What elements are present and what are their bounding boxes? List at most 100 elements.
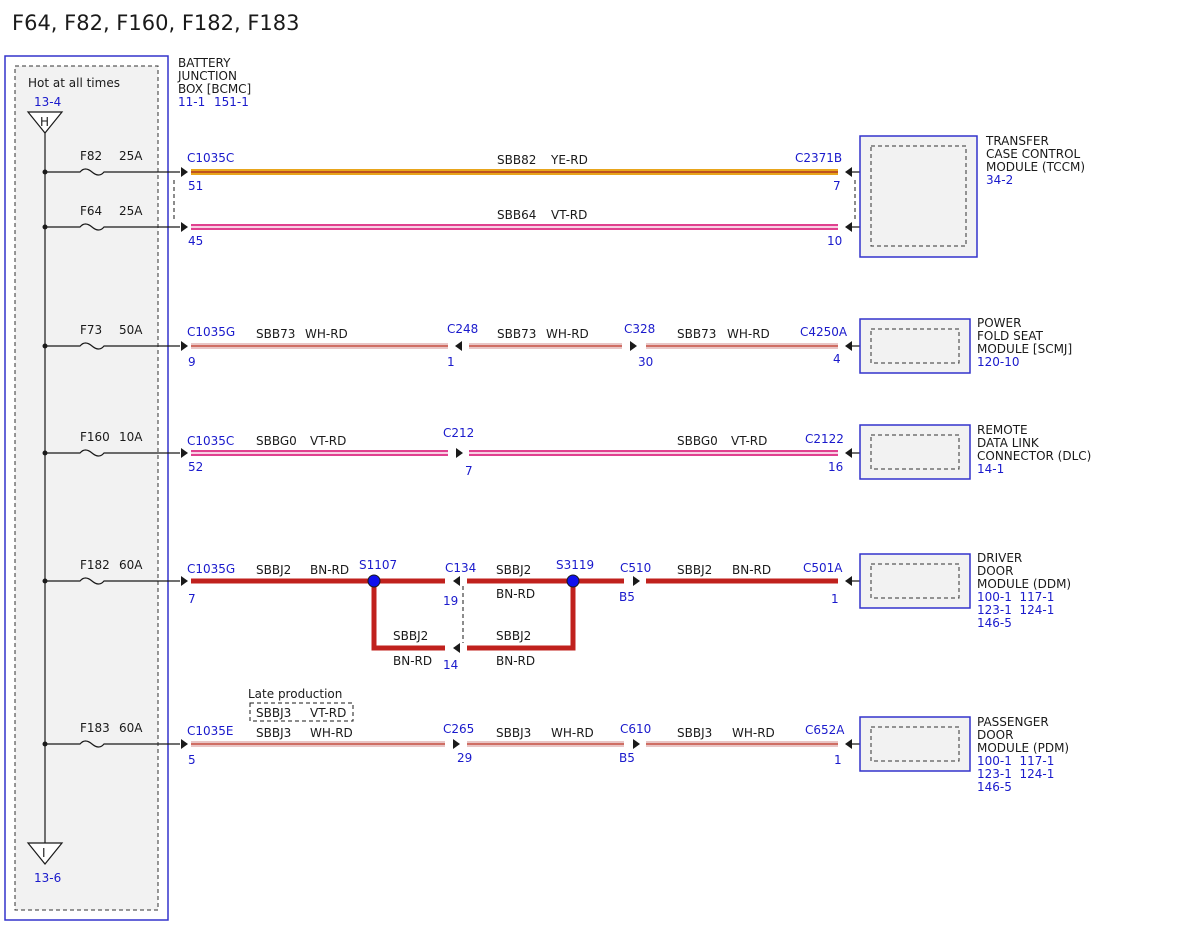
module-name-1: PASSENGER	[977, 715, 1049, 729]
module-outer-box	[859, 553, 971, 609]
wire-color-label: WH-RD	[732, 726, 775, 740]
splice-s3119	[566, 574, 580, 588]
fuse-rating: 25A	[119, 149, 143, 163]
module-name-3: MODULE [SCMJ]	[977, 342, 1072, 356]
wire-color-label: WH-RD	[310, 726, 353, 740]
fuse-f64: F64 25A	[42, 204, 188, 232]
module-ref-1: 100-1 117-1	[977, 590, 1054, 604]
wire-color-label: VT-RD	[310, 434, 346, 448]
module-ref: 120-10	[977, 355, 1020, 369]
wire-color-label: BN-RD	[496, 587, 535, 601]
connector-pin: 1	[831, 592, 839, 606]
connector-pin: 4	[833, 352, 841, 366]
fuse-name: F73	[80, 323, 102, 337]
circuit-label: SBBJ2	[496, 629, 531, 643]
connector-pin: 29	[457, 751, 472, 765]
circuit-label: SBB73	[677, 327, 716, 341]
connector-pin: 1	[834, 753, 842, 767]
connector-c265: C265	[443, 722, 474, 736]
connector-pin: B5	[619, 590, 635, 604]
fuse-symbol	[45, 577, 180, 585]
hot-bus-top-letter: H	[40, 115, 49, 129]
modules: TRANSFER CASE CONTROL MODULE (TCCM) 34-2…	[859, 134, 1091, 794]
connector-c501a: C501A	[803, 561, 843, 575]
fuse-symbol	[45, 740, 180, 748]
wire-color-label: BN-RD	[496, 654, 535, 668]
connector-pin: 30	[638, 355, 653, 369]
module-inner-box	[870, 434, 960, 470]
module-inner-box	[870, 563, 960, 599]
connector-c2122: C2122	[805, 432, 844, 446]
module-outer-box	[859, 318, 971, 374]
arrow-icon	[181, 222, 188, 232]
module-name-3: MODULE (DDM)	[977, 577, 1071, 591]
module-ref: 34-2	[986, 173, 1013, 187]
module-name-1: REMOTE	[977, 423, 1028, 437]
wire-color-label: BN-RD	[393, 654, 432, 668]
module-scmj: POWER FOLD SEAT MODULE [SCMJ] 120-10	[859, 316, 1072, 374]
wire-row-sbb82: SBB82 YE-RD C1035C 51 C2371B 7	[187, 151, 872, 193]
circuit-label: SBBG0	[256, 434, 297, 448]
connector-pin: 51	[188, 179, 203, 193]
fuse-rating: 60A	[119, 721, 143, 735]
wire-row-sbbj3: Late production SBBJ3 VT-RD C1035E 5 SBB…	[187, 687, 872, 767]
arrow-icon	[630, 341, 637, 351]
module-name-1: DRIVER	[977, 551, 1022, 565]
fuse-name: F64	[80, 204, 102, 218]
connector-pin: 7	[465, 464, 473, 478]
arrow-icon	[181, 341, 188, 351]
module-name-3: CONNECTOR (DLC)	[977, 449, 1091, 463]
late-production-box	[249, 702, 354, 722]
circuit-label: SBBJ2	[256, 563, 291, 577]
module-ref: 14-1	[977, 462, 1004, 476]
connector-c212: C212	[443, 426, 474, 440]
fuse-symbol	[45, 449, 180, 457]
fuse-name: F183	[80, 721, 110, 735]
connector-c1035g: C1035G	[187, 325, 235, 339]
connector-c248: C248	[447, 322, 478, 336]
connector-c2371b: C2371B	[795, 151, 842, 165]
circuit-label: SBB73	[497, 327, 536, 341]
wire-row-sbbg0: C1035C 52 SBBG0 VT-RD C212 7 SBBG0 VT-RD…	[187, 426, 872, 478]
wire-color-label: BN-RD	[732, 563, 771, 577]
connector-pin: 19	[443, 594, 458, 608]
circuit-label: SBB64	[497, 208, 536, 222]
wire-color-label: WH-RD	[305, 327, 348, 341]
module-name-2: DOOR	[977, 728, 1013, 742]
circuit-label: SBB82	[497, 153, 536, 167]
module-name-1: POWER	[977, 316, 1021, 330]
wire-row-sbb73: C1035G 9 SBB73 WH-RD C248 1 SBB73 WH-RD …	[187, 322, 872, 369]
module-name-1: TRANSFER	[985, 134, 1049, 148]
connector-c610: C610	[620, 722, 651, 736]
hot-at-all-times-label: Hot at all times	[28, 76, 120, 90]
module-inner-box	[870, 328, 960, 364]
connector-pin: 9	[188, 355, 196, 369]
module-name-2: DATA LINK	[977, 436, 1040, 450]
connector-pin: 16	[828, 460, 843, 474]
circuit-label: SBBJ2	[393, 629, 428, 643]
arrow-icon	[633, 739, 640, 749]
wire-color-label: WH-RD	[546, 327, 589, 341]
connector-pin: 7	[833, 179, 841, 193]
arrow-icon	[845, 448, 852, 458]
wire-color-label: WH-RD	[551, 726, 594, 740]
connector-pin: 10	[827, 234, 842, 248]
circuit-label: SBBJ3	[677, 726, 712, 740]
fuse-f73: F73 50A	[42, 323, 188, 351]
fuse-name: F182	[80, 558, 110, 572]
wire-loop-right	[467, 581, 576, 651]
arrow-icon	[453, 739, 460, 749]
module-outer-box	[859, 716, 971, 772]
connector-pin: 14	[443, 658, 458, 672]
module-inner-box	[870, 145, 967, 247]
connector-c328: C328	[624, 322, 655, 336]
wire-row-sbb64: SBB64 VT-RD 45 10	[173, 180, 872, 248]
hot-bus-top-ref: 13-4	[34, 95, 61, 109]
connector-c1035c: C1035C	[187, 151, 234, 165]
connector-c510: C510	[620, 561, 651, 575]
connector-c4250a: C4250A	[800, 325, 848, 339]
module-ref-2: 123-1 124-1	[977, 603, 1054, 617]
arrow-icon	[181, 576, 188, 586]
wire-color-label: WH-RD	[727, 327, 770, 341]
wire-loop-left	[371, 581, 445, 651]
